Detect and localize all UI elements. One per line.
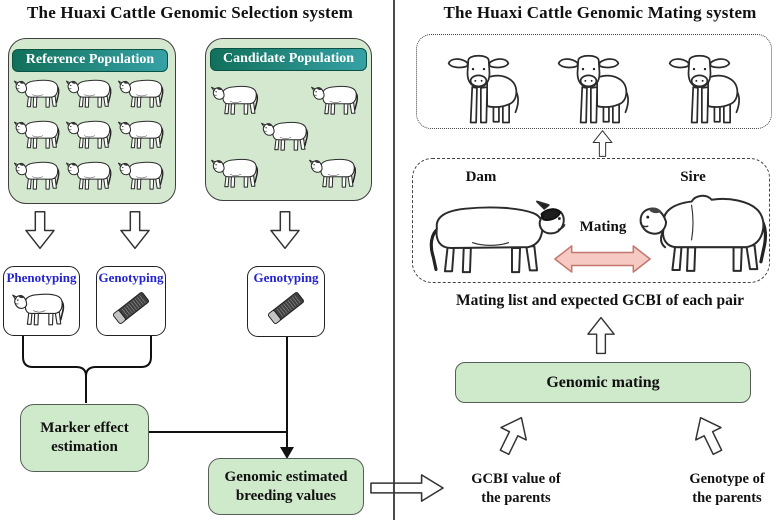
- cow-icon: [14, 114, 66, 151]
- mating-label: Mating: [579, 219, 627, 235]
- up-arrow-icon: [488, 404, 539, 466]
- cow-icon: [66, 114, 118, 151]
- genotype-line2: the parents: [692, 490, 762, 506]
- cow-icon: [66, 155, 118, 192]
- right-panel-title: The Huaxi Cattle Genomic Mating system: [443, 3, 757, 22]
- genotype-text: Genotype of the parents: [657, 470, 777, 508]
- reference-population-box: Reference Population: [8, 38, 176, 204]
- phenotyping-label: Phenotyping: [6, 270, 77, 285]
- cow-icon: [118, 73, 170, 110]
- phenotyping-box: Phenotyping: [3, 266, 80, 336]
- candidate-population-header: Candidate Population: [210, 48, 367, 71]
- cow-icon: [66, 73, 118, 110]
- genomic-mating-box: Genomic mating: [455, 362, 751, 403]
- marker-effect-box: Marker effect estimation: [20, 404, 149, 472]
- sire-bull-icon: [635, 185, 777, 282]
- marker-effect-line1: Marker effect: [40, 420, 129, 437]
- mating-list-caption: Mating list and expected GCBI of each pa…: [455, 292, 745, 309]
- sire-label: Sire: [680, 169, 706, 185]
- up-arrow-icon: [589, 130, 616, 157]
- genomic-mating-label: Genomic mating: [546, 373, 660, 391]
- up-arrow-icon: [684, 404, 735, 466]
- gcbi-value-text: GCBI value of the parents: [446, 470, 586, 508]
- cow-icon: [14, 155, 66, 192]
- mating-pair-box: Dam Sire Mating: [412, 158, 770, 283]
- dam-cow-icon: [419, 189, 571, 282]
- gebv-line1: Genomic estimated: [224, 468, 348, 485]
- snp-chip-icon: [262, 286, 310, 330]
- snp-chip-icon: [108, 286, 154, 330]
- up-arrow-icon: [587, 314, 615, 357]
- genotyping-label: Genotyping: [98, 270, 164, 285]
- genotype-line1: Genotype of: [689, 471, 765, 487]
- calf-icon: [440, 51, 528, 128]
- cow-icon: [210, 79, 266, 117]
- dam-label: Dam: [465, 169, 497, 185]
- offspring-box: [416, 34, 772, 129]
- gcbi-line1: GCBI value of: [471, 471, 561, 487]
- cow-icon: [308, 152, 364, 190]
- calf-icon: [550, 51, 638, 128]
- calf-icon: [661, 51, 749, 128]
- panel-divider-line: [393, 0, 395, 520]
- down-arrow-icon: [120, 210, 150, 250]
- reference-population-header: Reference Population: [12, 49, 168, 72]
- cow-icon: [11, 286, 73, 328]
- candidate-cattle-group: [206, 39, 371, 200]
- down-arrow-icon: [270, 210, 300, 250]
- reference-cattle-group: [14, 73, 174, 196]
- marker-effect-line2: estimation: [51, 439, 118, 455]
- cow-icon: [118, 155, 170, 192]
- genotyping-reference-box: Genotyping: [96, 266, 166, 336]
- gebv-box: Genomic estimated breeding values: [208, 458, 364, 515]
- genotyping-label: Genotyping: [253, 270, 319, 285]
- gebv-line2: breeding values: [235, 487, 337, 504]
- candidate-population-box: Candidate Population: [205, 38, 372, 201]
- brace-connector: [85, 336, 152, 377]
- cow-icon: [260, 115, 316, 153]
- left-panel-title: The Huaxi Cattle Genomic Selection syste…: [27, 3, 353, 22]
- genotyping-candidate-box: Genotyping: [247, 266, 325, 337]
- cow-icon: [210, 152, 266, 190]
- cow-icon: [310, 79, 366, 117]
- brace-connector: [22, 336, 87, 403]
- mating-double-arrow-icon: [551, 245, 654, 273]
- cow-icon: [118, 114, 170, 151]
- gcbi-line2: the parents: [481, 490, 551, 506]
- down-arrow-icon: [25, 210, 55, 250]
- right-arrow-icon: [370, 473, 444, 503]
- cow-icon: [14, 73, 66, 110]
